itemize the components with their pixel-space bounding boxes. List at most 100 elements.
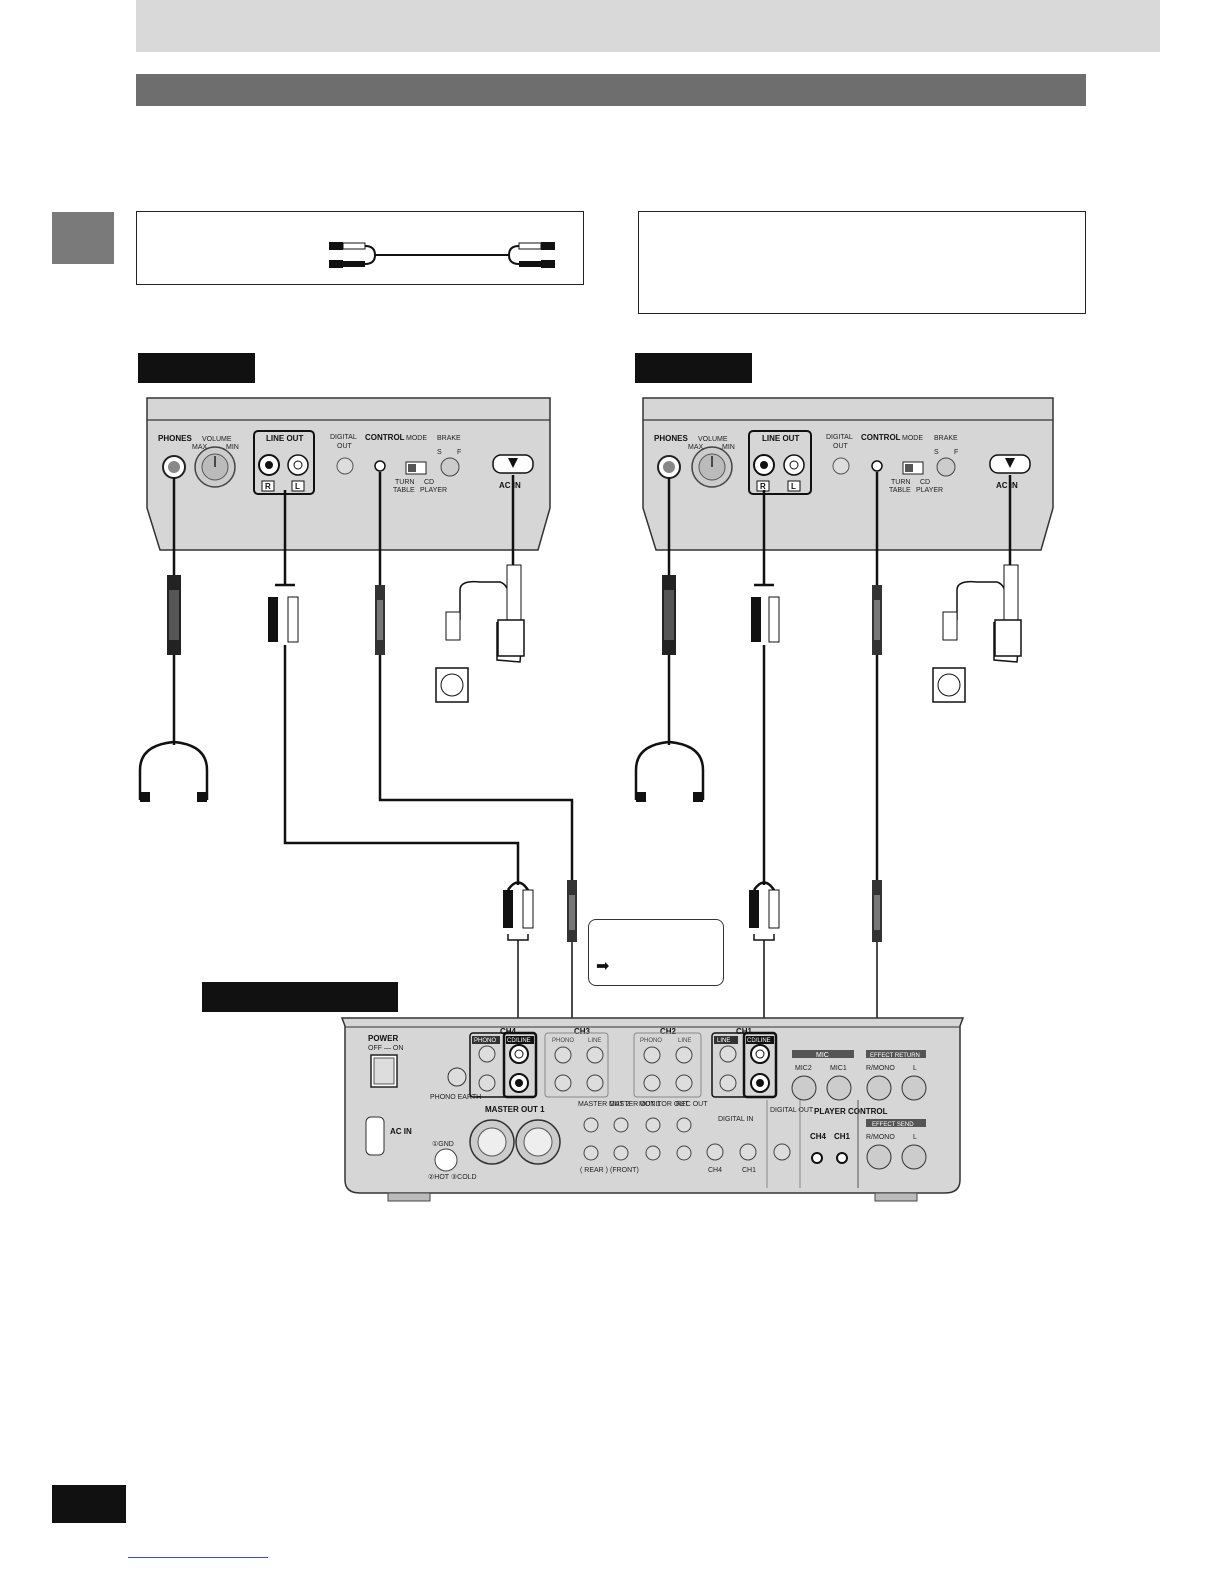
volume-label: VOLUME: [202, 436, 232, 443]
svg-text:MODE: MODE: [406, 435, 427, 442]
svg-text:F: F: [457, 449, 461, 456]
brake-knob[interactable]: [440, 457, 460, 477]
svg-text:EFFECT RETURN: EFFECT RETURN: [870, 1053, 920, 1059]
player-control-ch4-jack[interactable]: [811, 1152, 823, 1164]
deck-left-label: [138, 353, 255, 383]
ch4-cd-line-group: [502, 1031, 538, 1099]
svg-text:R/MONO: R/MONO: [866, 1134, 895, 1141]
rca-cable-illustration: [329, 242, 555, 268]
ch1-cd-line-group: [742, 1031, 778, 1099]
svg-text:DIGITAL IN: DIGITAL IN: [718, 1116, 753, 1123]
svg-text:MIN: MIN: [226, 444, 239, 451]
svg-text:BRAKE: BRAKE: [934, 435, 958, 442]
deck-left-cables: [138, 472, 574, 885]
phono-earth-terminal[interactable]: [447, 1067, 467, 1087]
svg-text:EFFECT SEND: EFFECT SEND: [872, 1122, 914, 1128]
svg-text:L: L: [791, 482, 796, 491]
control-jack[interactable]: [871, 460, 883, 472]
rca-cable-right-plugs: [518, 242, 555, 268]
svg-text:VOLUME: VOLUME: [698, 436, 728, 443]
svg-text:CONTROL: CONTROL: [861, 433, 901, 442]
mixer-ac-in[interactable]: [365, 1116, 385, 1156]
svg-text:OUT: OUT: [337, 443, 353, 450]
svg-text:CD/LINE: CD/LINE: [747, 1038, 771, 1044]
svg-text:CH1: CH1: [834, 1132, 851, 1141]
note-arrow-icon: ➡: [596, 958, 610, 975]
svg-text:DIGITAL: DIGITAL: [826, 434, 853, 441]
svg-text:CD: CD: [424, 479, 434, 486]
svg-text:R/MONO: R/MONO: [866, 1065, 895, 1072]
svg-text:AC IN: AC IN: [390, 1127, 412, 1136]
svg-text:MIN: MIN: [722, 444, 735, 451]
svg-text:PHONES: PHONES: [654, 434, 688, 443]
phones-label: PHONES: [158, 434, 192, 443]
svg-text:R: R: [265, 482, 271, 491]
brake-knob[interactable]: [936, 457, 956, 477]
svg-text:POWER: POWER: [368, 1034, 398, 1043]
header-band: [136, 0, 1160, 52]
footer-link-underline[interactable]: [128, 1557, 268, 1558]
svg-text:CH1: CH1: [742, 1167, 756, 1174]
svg-text:CH4: CH4: [500, 1027, 517, 1036]
svg-text:PHONO: PHONO: [640, 1038, 662, 1044]
page-number-tab: [52, 1485, 126, 1523]
svg-text:PHONO: PHONO: [552, 1038, 574, 1044]
svg-text:R: R: [760, 482, 766, 491]
svg-text:S: S: [437, 449, 442, 456]
svg-text:PLAYER: PLAYER: [916, 487, 943, 494]
svg-text:PLAYER: PLAYER: [420, 487, 447, 494]
svg-text:REC OUT: REC OUT: [676, 1101, 708, 1108]
svg-text:MASTER OUT 2: MASTER OUT 2: [578, 1101, 630, 1108]
digital-out-jack[interactable]: [832, 457, 850, 475]
svg-text:L: L: [913, 1065, 917, 1072]
svg-text:CD/LINE: CD/LINE: [507, 1038, 531, 1044]
svg-text:TURN: TURN: [395, 479, 414, 486]
svg-text:OUT: OUT: [833, 443, 849, 450]
svg-text:CH4: CH4: [810, 1132, 827, 1141]
section-title-bar: [136, 74, 1086, 106]
digital-out-jack[interactable]: [336, 457, 354, 475]
svg-text:MONITOR OUT: MONITOR OUT: [639, 1101, 689, 1108]
accessory-box-cable: [136, 211, 584, 285]
deck-right-label: [635, 353, 752, 383]
mixer-label: [202, 982, 398, 1012]
svg-text:PHONO EARTH: PHONO EARTH: [430, 1094, 481, 1101]
control-label: CONTROL: [365, 433, 405, 442]
svg-text:BRAKE: BRAKE: [437, 435, 461, 442]
svg-text:L: L: [913, 1134, 917, 1141]
svg-text:LINE: LINE: [717, 1038, 730, 1044]
svg-text:MIC2: MIC2: [795, 1065, 812, 1072]
svg-text:TABLE: TABLE: [393, 487, 415, 494]
svg-text:( REAR ): ( REAR ): [580, 1167, 608, 1174]
deck-left-rear-panel: PHONES VOLUME MAX MIN LINE OUT R L DIGIT…: [146, 397, 551, 551]
svg-text:MAX: MAX: [688, 444, 704, 451]
svg-text:TURN: TURN: [891, 479, 910, 486]
svg-text:MASTER OUT 1: MASTER OUT 1: [609, 1101, 661, 1108]
svg-text:CH3: CH3: [574, 1027, 591, 1036]
svg-text:AC IN: AC IN: [996, 481, 1018, 490]
svg-text:MAX: MAX: [192, 444, 208, 451]
svg-text:PHONO: PHONO: [474, 1038, 496, 1044]
control-jack[interactable]: [374, 460, 386, 472]
line-out-group: [748, 430, 812, 495]
svg-text:CH1: CH1: [736, 1027, 753, 1036]
svg-text:②HOT ③COLD: ②HOT ③COLD: [428, 1173, 477, 1181]
svg-text:LINE: LINE: [678, 1038, 691, 1044]
player-control-ch1-jack[interactable]: [836, 1152, 848, 1164]
svg-text:S: S: [934, 449, 939, 456]
deck-left-plugs: [140, 564, 525, 802]
svg-text:CD: CD: [920, 479, 930, 486]
svg-text:①GND: ①GND: [432, 1140, 454, 1148]
line-out-label: LINE OUT: [266, 434, 303, 443]
svg-text:DIGITAL OUT: DIGITAL OUT: [770, 1107, 814, 1114]
svg-text:MIC: MIC: [816, 1052, 829, 1059]
svg-text:LINE: LINE: [588, 1038, 601, 1044]
svg-text:CH2: CH2: [660, 1027, 677, 1036]
svg-text:CH4: CH4: [708, 1167, 722, 1174]
svg-text:MASTER OUT 1: MASTER OUT 1: [485, 1105, 545, 1114]
svg-text:F: F: [954, 449, 958, 456]
svg-text:PLAYER CONTROL: PLAYER CONTROL: [814, 1107, 888, 1116]
deck-right-rear-panel: PHONES VOLUME MAX MIN LINE OUT R L DIGIT…: [642, 397, 1054, 551]
svg-text:DIGITAL: DIGITAL: [330, 434, 357, 441]
svg-text:L: L: [295, 482, 300, 491]
